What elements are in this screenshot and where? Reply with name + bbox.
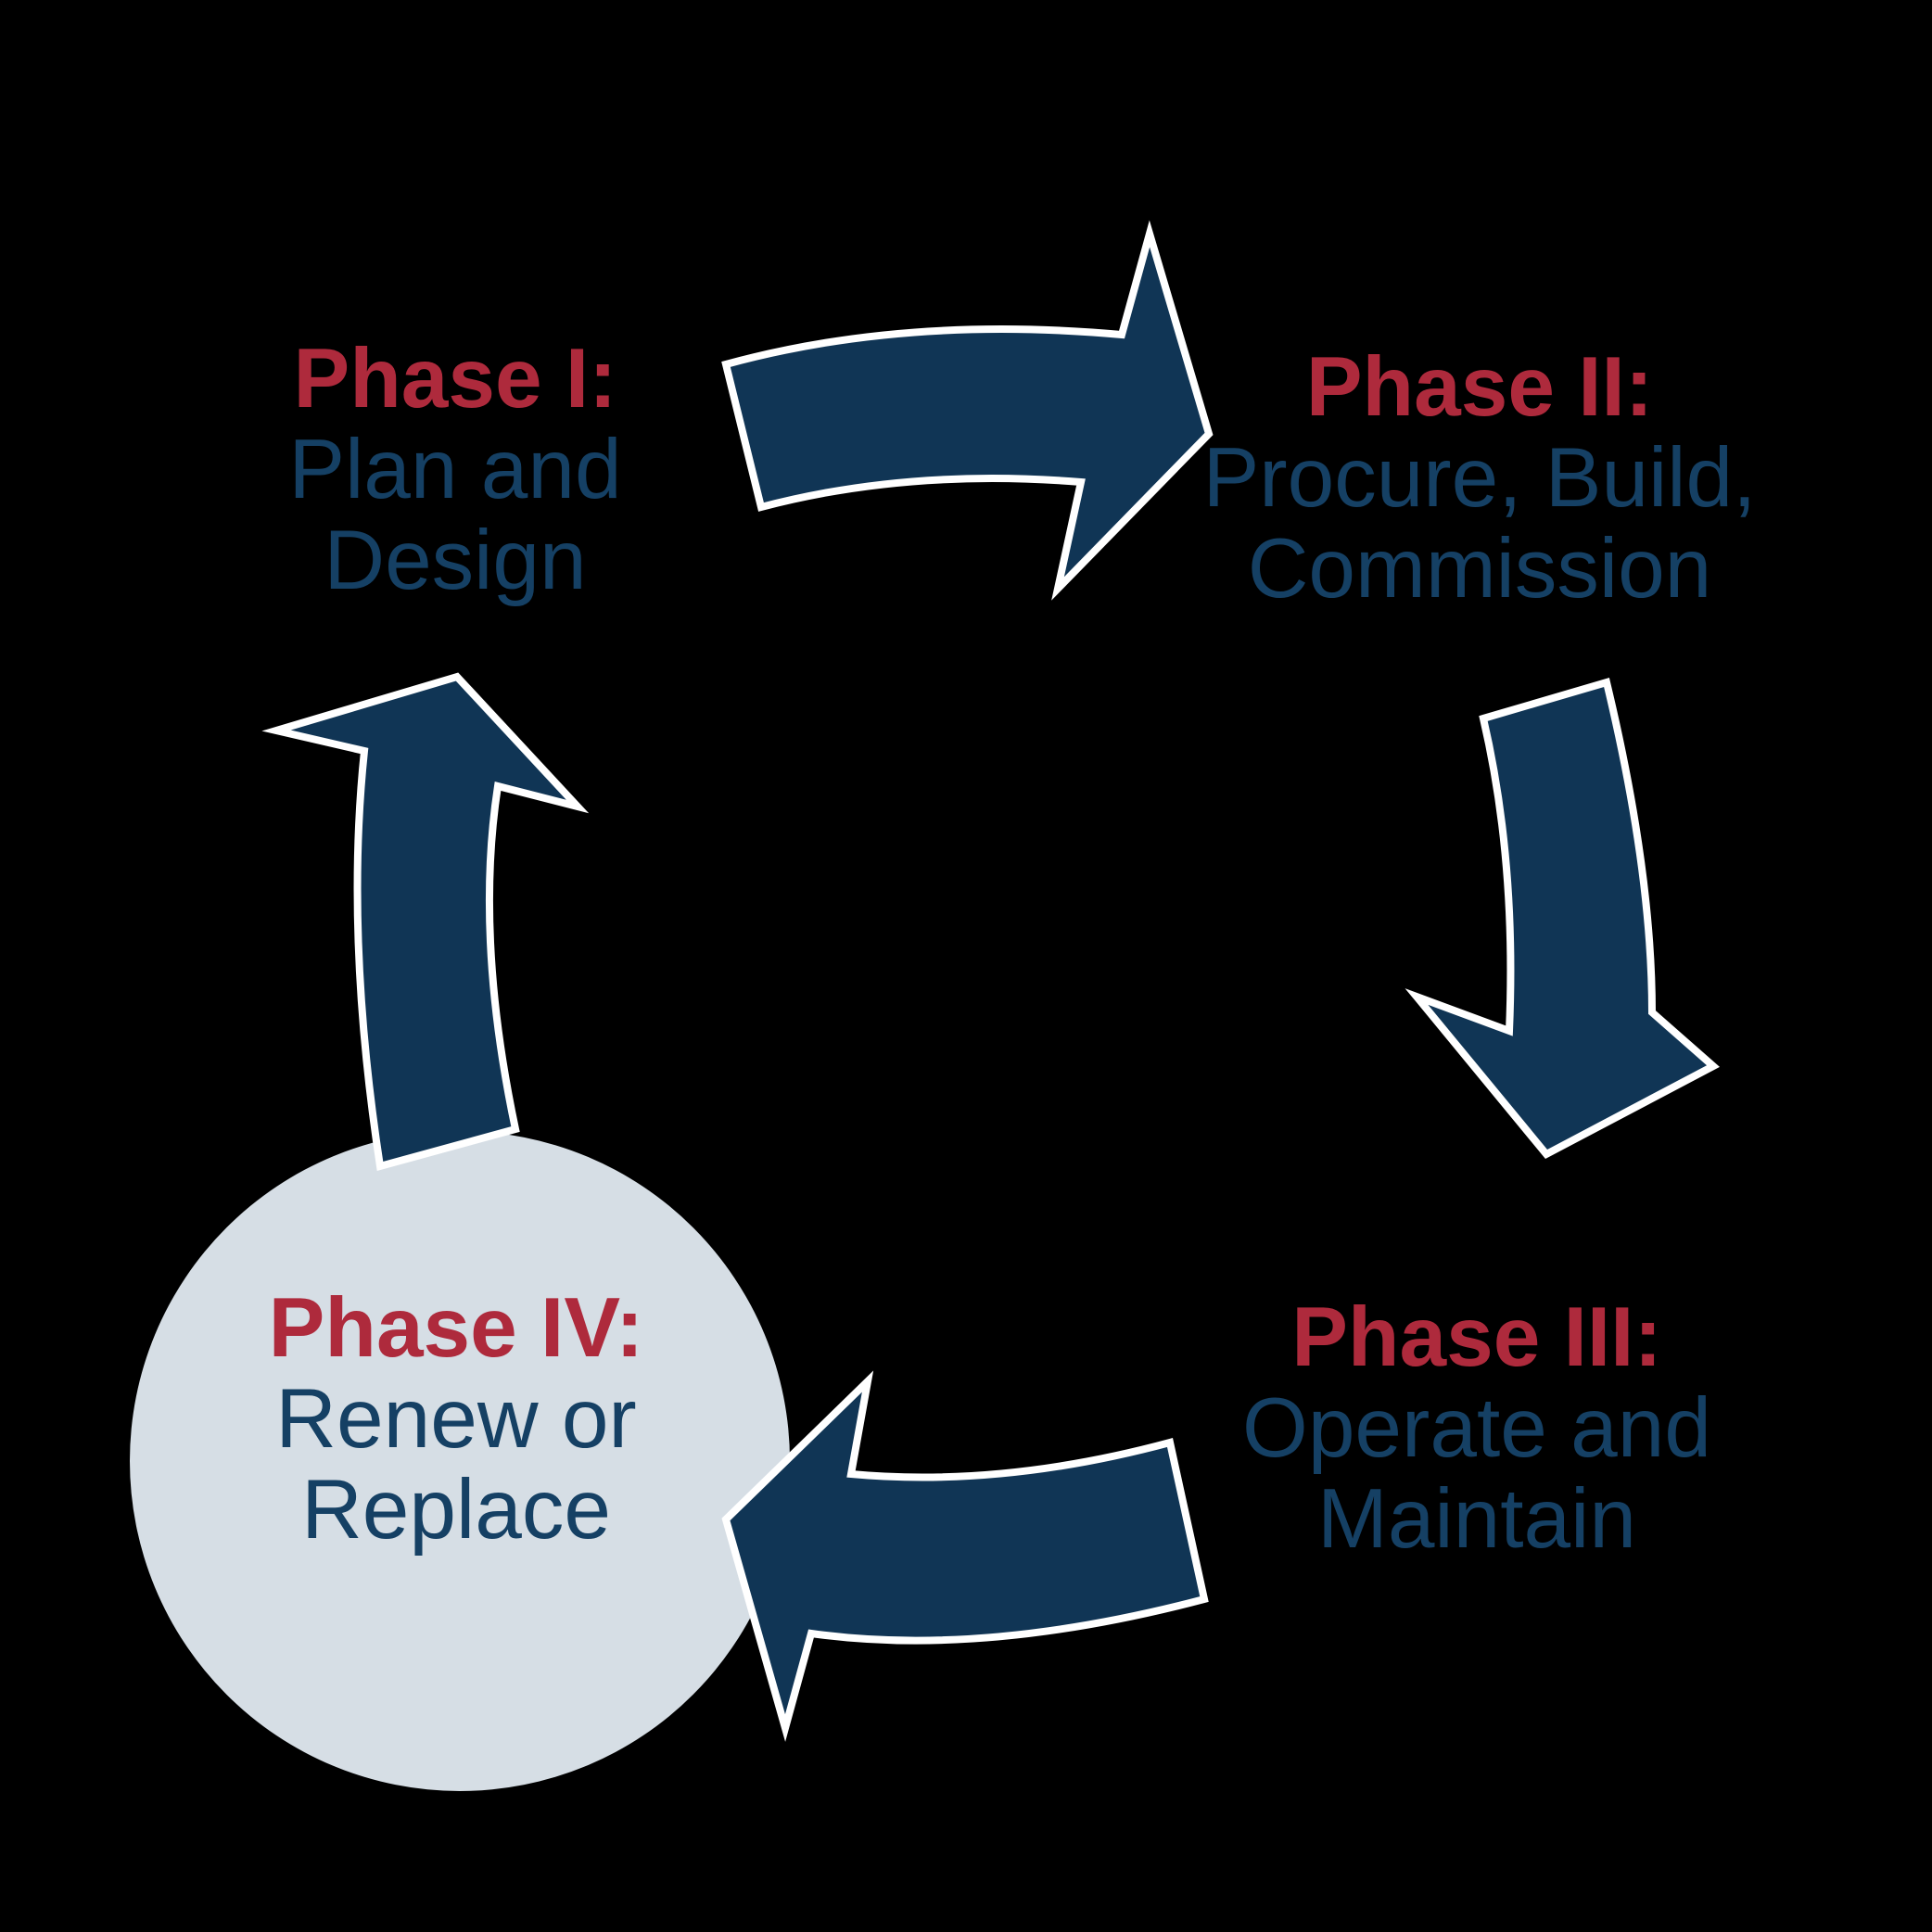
phase-2-description-line-1: Procure, Build, [1202, 431, 1757, 525]
arrow-phase-1-to-2-icon [721, 220, 1214, 601]
phase-1-description-line-2: Design [324, 514, 587, 607]
arrow-phase-4-to-1-icon [261, 672, 590, 1172]
phase-1-label: Phase I: [293, 332, 617, 426]
phase-1-text-block: Phase I: Plan and Design [103, 334, 807, 606]
arrow-phase-2-to-3-icon [1405, 677, 1721, 1160]
arrow-phase-3-to-4-icon [721, 1370, 1209, 1742]
phase-3-text-block: Phase III: Operate and Maintain [1125, 1292, 1829, 1565]
phase-3-label: Phase III: [1291, 1290, 1662, 1384]
phase-3-description-line-2: Maintain [1317, 1472, 1636, 1566]
phase-4-highlight-circle [130, 1131, 790, 1791]
phase-3-description-line-1: Operate and [1242, 1381, 1711, 1475]
phase-4-description-line-2: Replace [301, 1463, 611, 1557]
phase-2-description-line-2: Commission [1247, 522, 1712, 616]
phase-4-label: Phase IV: [268, 1281, 644, 1375]
phase-2-label: Phase II: [1305, 340, 1654, 434]
phase-4-text-block: Phase IV: Renew or Replace [104, 1283, 808, 1556]
phase-2-text-block: Phase II: Procure, Build, Commission [1127, 342, 1832, 615]
phase-4-description-line-1: Renew or [275, 1372, 637, 1466]
phase-1-description-line-1: Plan and [288, 423, 622, 516]
